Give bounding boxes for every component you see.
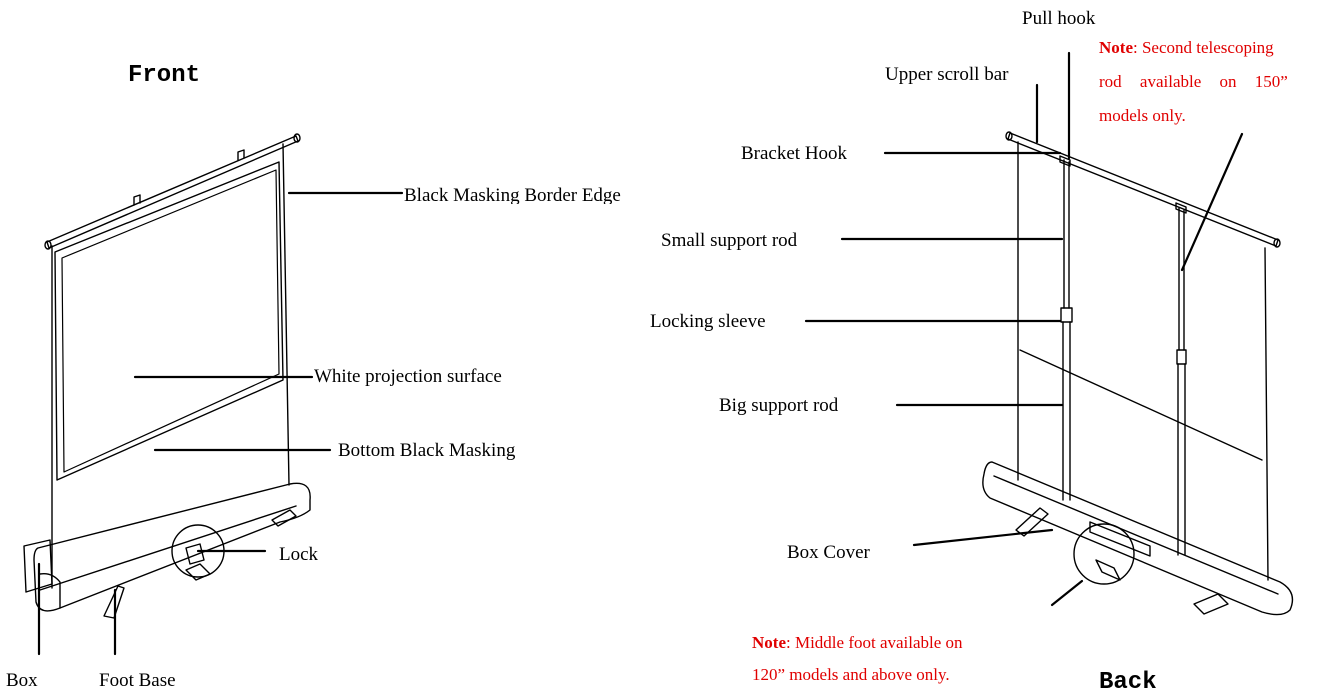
label-box-cover: Box Cover bbox=[787, 542, 870, 563]
back-screen bbox=[982, 131, 1294, 616]
label-bottom-black-masking: Bottom Black Masking bbox=[338, 440, 516, 461]
label-box: Box bbox=[6, 670, 38, 691]
note-middle-foot: Note: Middle foot available on 120” mode… bbox=[752, 634, 963, 683]
back-heading: Back bbox=[1099, 669, 1157, 696]
note-second-rod-line2-text: rod available on 150” bbox=[1099, 72, 1288, 91]
back-locking-sleeve bbox=[1060, 307, 1073, 323]
note-middle-foot-bold: Note bbox=[752, 633, 786, 652]
front-heading: Front bbox=[128, 62, 201, 89]
back-small-support-rod bbox=[1063, 159, 1070, 309]
back-middle-foot-circle bbox=[1073, 523, 1135, 585]
front-upper-scroll-bar bbox=[46, 135, 299, 249]
back-box bbox=[982, 461, 1294, 616]
label-small-support-rod: Small support rod bbox=[661, 230, 798, 251]
label-bracket-hook: Bracket Hook bbox=[741, 143, 848, 164]
note-second-rod-line3: models only. bbox=[1099, 106, 1186, 125]
front-box bbox=[33, 482, 311, 612]
note-middle-foot-line2: 120” models and above only. bbox=[752, 665, 950, 684]
front-screen bbox=[23, 133, 311, 619]
label-white-projection-surface: White projection surface bbox=[314, 366, 502, 387]
front-white-projection-surface bbox=[54, 161, 284, 481]
label-upper-scroll-bar: Upper scroll bar bbox=[885, 64, 1009, 85]
note-second-rod-bold: Note bbox=[1099, 38, 1133, 57]
back-big-support-rod bbox=[1062, 321, 1071, 501]
label-pull-hook: Pull hook bbox=[1022, 8, 1096, 29]
note-second-rod-line1: : Second telescoping bbox=[1132, 38, 1274, 57]
note-second-rod-line2: rod available on 150” bbox=[1099, 73, 1324, 90]
label-lock: Lock bbox=[279, 544, 319, 565]
label-black-masking-border-edge: Black Masking Border Edge bbox=[404, 186, 621, 204]
note-middle-foot-line1: : Middle foot available on bbox=[785, 633, 963, 652]
note-second-rod: Note: Second telescoping rod available o… bbox=[1099, 39, 1324, 124]
leader-lines bbox=[37, 51, 1244, 656]
label-foot-base: Foot Base bbox=[99, 670, 176, 691]
label-locking-sleeve: Locking sleeve bbox=[650, 311, 766, 332]
back-upper-scroll-bar bbox=[1007, 132, 1279, 247]
label-big-support-rod: Big support rod bbox=[719, 395, 839, 416]
